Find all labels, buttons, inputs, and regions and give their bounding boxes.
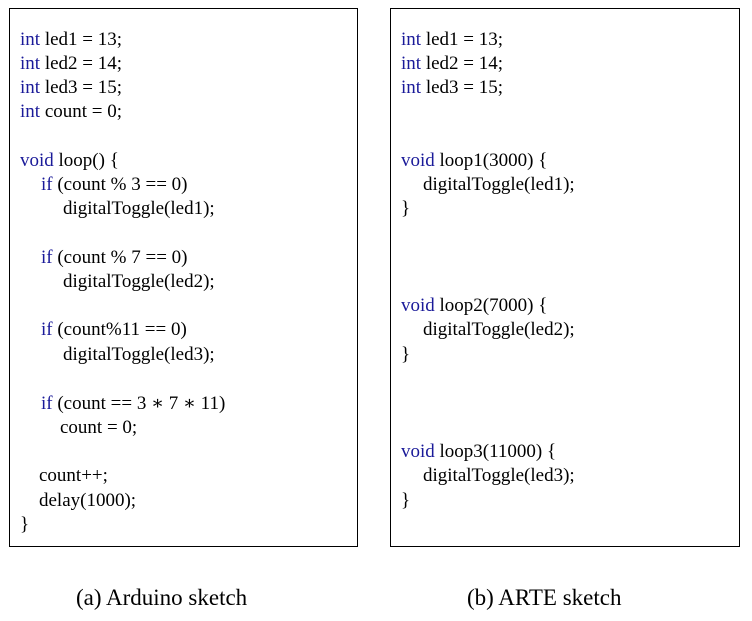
code-keyword: if [41, 319, 53, 340]
code-line: if (count%11 == 0) [41, 319, 187, 341]
code-text: led3 = 15; [421, 77, 504, 98]
code-line: int led1 = 13; [20, 29, 122, 51]
code-line: void loop1(3000) { [401, 150, 547, 172]
code-text: } [20, 514, 30, 535]
code-line: digitalToggle(led2); [423, 319, 575, 341]
code-keyword: int [20, 77, 41, 98]
code-line: void loop2(7000) { [401, 295, 547, 317]
code-line: void loop() { [20, 150, 119, 172]
code-line: int led2 = 14; [401, 53, 503, 75]
code-text: delay(1000); [39, 490, 137, 511]
code-text: digitalToggle(led3); [423, 465, 575, 486]
code-line: count = 0; [60, 417, 137, 439]
code-text: digitalToggle(led1); [423, 174, 575, 195]
code-text: led2 = 14; [40, 53, 123, 74]
code-text: (count % 7 == 0) [52, 247, 188, 268]
code-line: digitalToggle(led3); [63, 344, 215, 366]
arte-caption: (b) ARTE sketch [467, 585, 622, 610]
code-line: int led3 = 15; [20, 77, 122, 99]
code-text: loop1(3000) { [434, 150, 548, 171]
code-keyword: int [401, 77, 422, 98]
arduino-code-panel: int led1 = 13; int led2 = 14; int led3 =… [9, 8, 358, 547]
arduino-caption: (a) Arduino sketch [76, 585, 248, 610]
code-keyword: int [401, 53, 422, 74]
code-text: digitalToggle(led1); [63, 198, 215, 219]
code-keyword: int [401, 29, 422, 50]
code-line: } [401, 344, 410, 366]
code-text: count++; [39, 465, 108, 486]
code-line: digitalToggle(led1); [63, 198, 215, 220]
code-text: loop3(11000) { [434, 441, 557, 462]
code-line: int led3 = 15; [401, 77, 503, 99]
code-keyword: void [401, 441, 435, 462]
code-text: led1 = 13; [40, 29, 123, 50]
arte-code-panel: int led1 = 13; int led2 = 14; int led3 =… [390, 8, 740, 547]
code-text: } [401, 198, 411, 219]
code-text: led3 = 15; [40, 77, 123, 98]
code-text: (count == 3 ∗ 7 ∗ 11) [52, 393, 226, 414]
code-text: loop() { [53, 150, 119, 171]
code-line: digitalToggle(led3); [423, 465, 575, 487]
code-line: digitalToggle(led1); [423, 174, 575, 196]
code-text: digitalToggle(led3); [63, 344, 215, 365]
code-line: count++; [39, 465, 108, 487]
code-text: digitalToggle(led2); [63, 271, 215, 292]
code-keyword: void [401, 295, 435, 316]
code-line: } [401, 490, 410, 512]
code-text: count = 0; [60, 417, 138, 438]
code-keyword: int [20, 101, 41, 122]
code-line: delay(1000); [39, 490, 136, 512]
code-keyword: int [20, 29, 41, 50]
code-line: void loop3(11000) { [401, 441, 556, 463]
code-keyword: if [41, 247, 53, 268]
code-keyword: if [41, 393, 53, 414]
code-line: int led2 = 14; [20, 53, 122, 75]
code-line: if (count % 7 == 0) [41, 247, 187, 269]
code-keyword: void [20, 150, 54, 171]
code-line: int led1 = 13; [401, 29, 503, 51]
code-keyword: int [20, 53, 41, 74]
code-line: } [20, 514, 29, 536]
code-keyword: if [41, 174, 53, 195]
code-text: digitalToggle(led2); [423, 319, 575, 340]
code-text: } [401, 344, 411, 365]
code-text: } [401, 490, 411, 511]
code-text: (count % 3 == 0) [52, 174, 188, 195]
code-text: led2 = 14; [421, 53, 504, 74]
code-text: (count%11 == 0) [52, 319, 187, 340]
code-line: if (count % 3 == 0) [41, 174, 187, 196]
code-text: count = 0; [40, 101, 123, 122]
code-text: led1 = 13; [421, 29, 504, 50]
code-line: int count = 0; [20, 101, 122, 123]
code-keyword: void [401, 150, 435, 171]
code-line: digitalToggle(led2); [63, 271, 215, 293]
code-line: } [401, 198, 410, 220]
code-text: loop2(7000) { [434, 295, 548, 316]
code-line: if (count == 3 ∗ 7 ∗ 11) [41, 393, 225, 415]
